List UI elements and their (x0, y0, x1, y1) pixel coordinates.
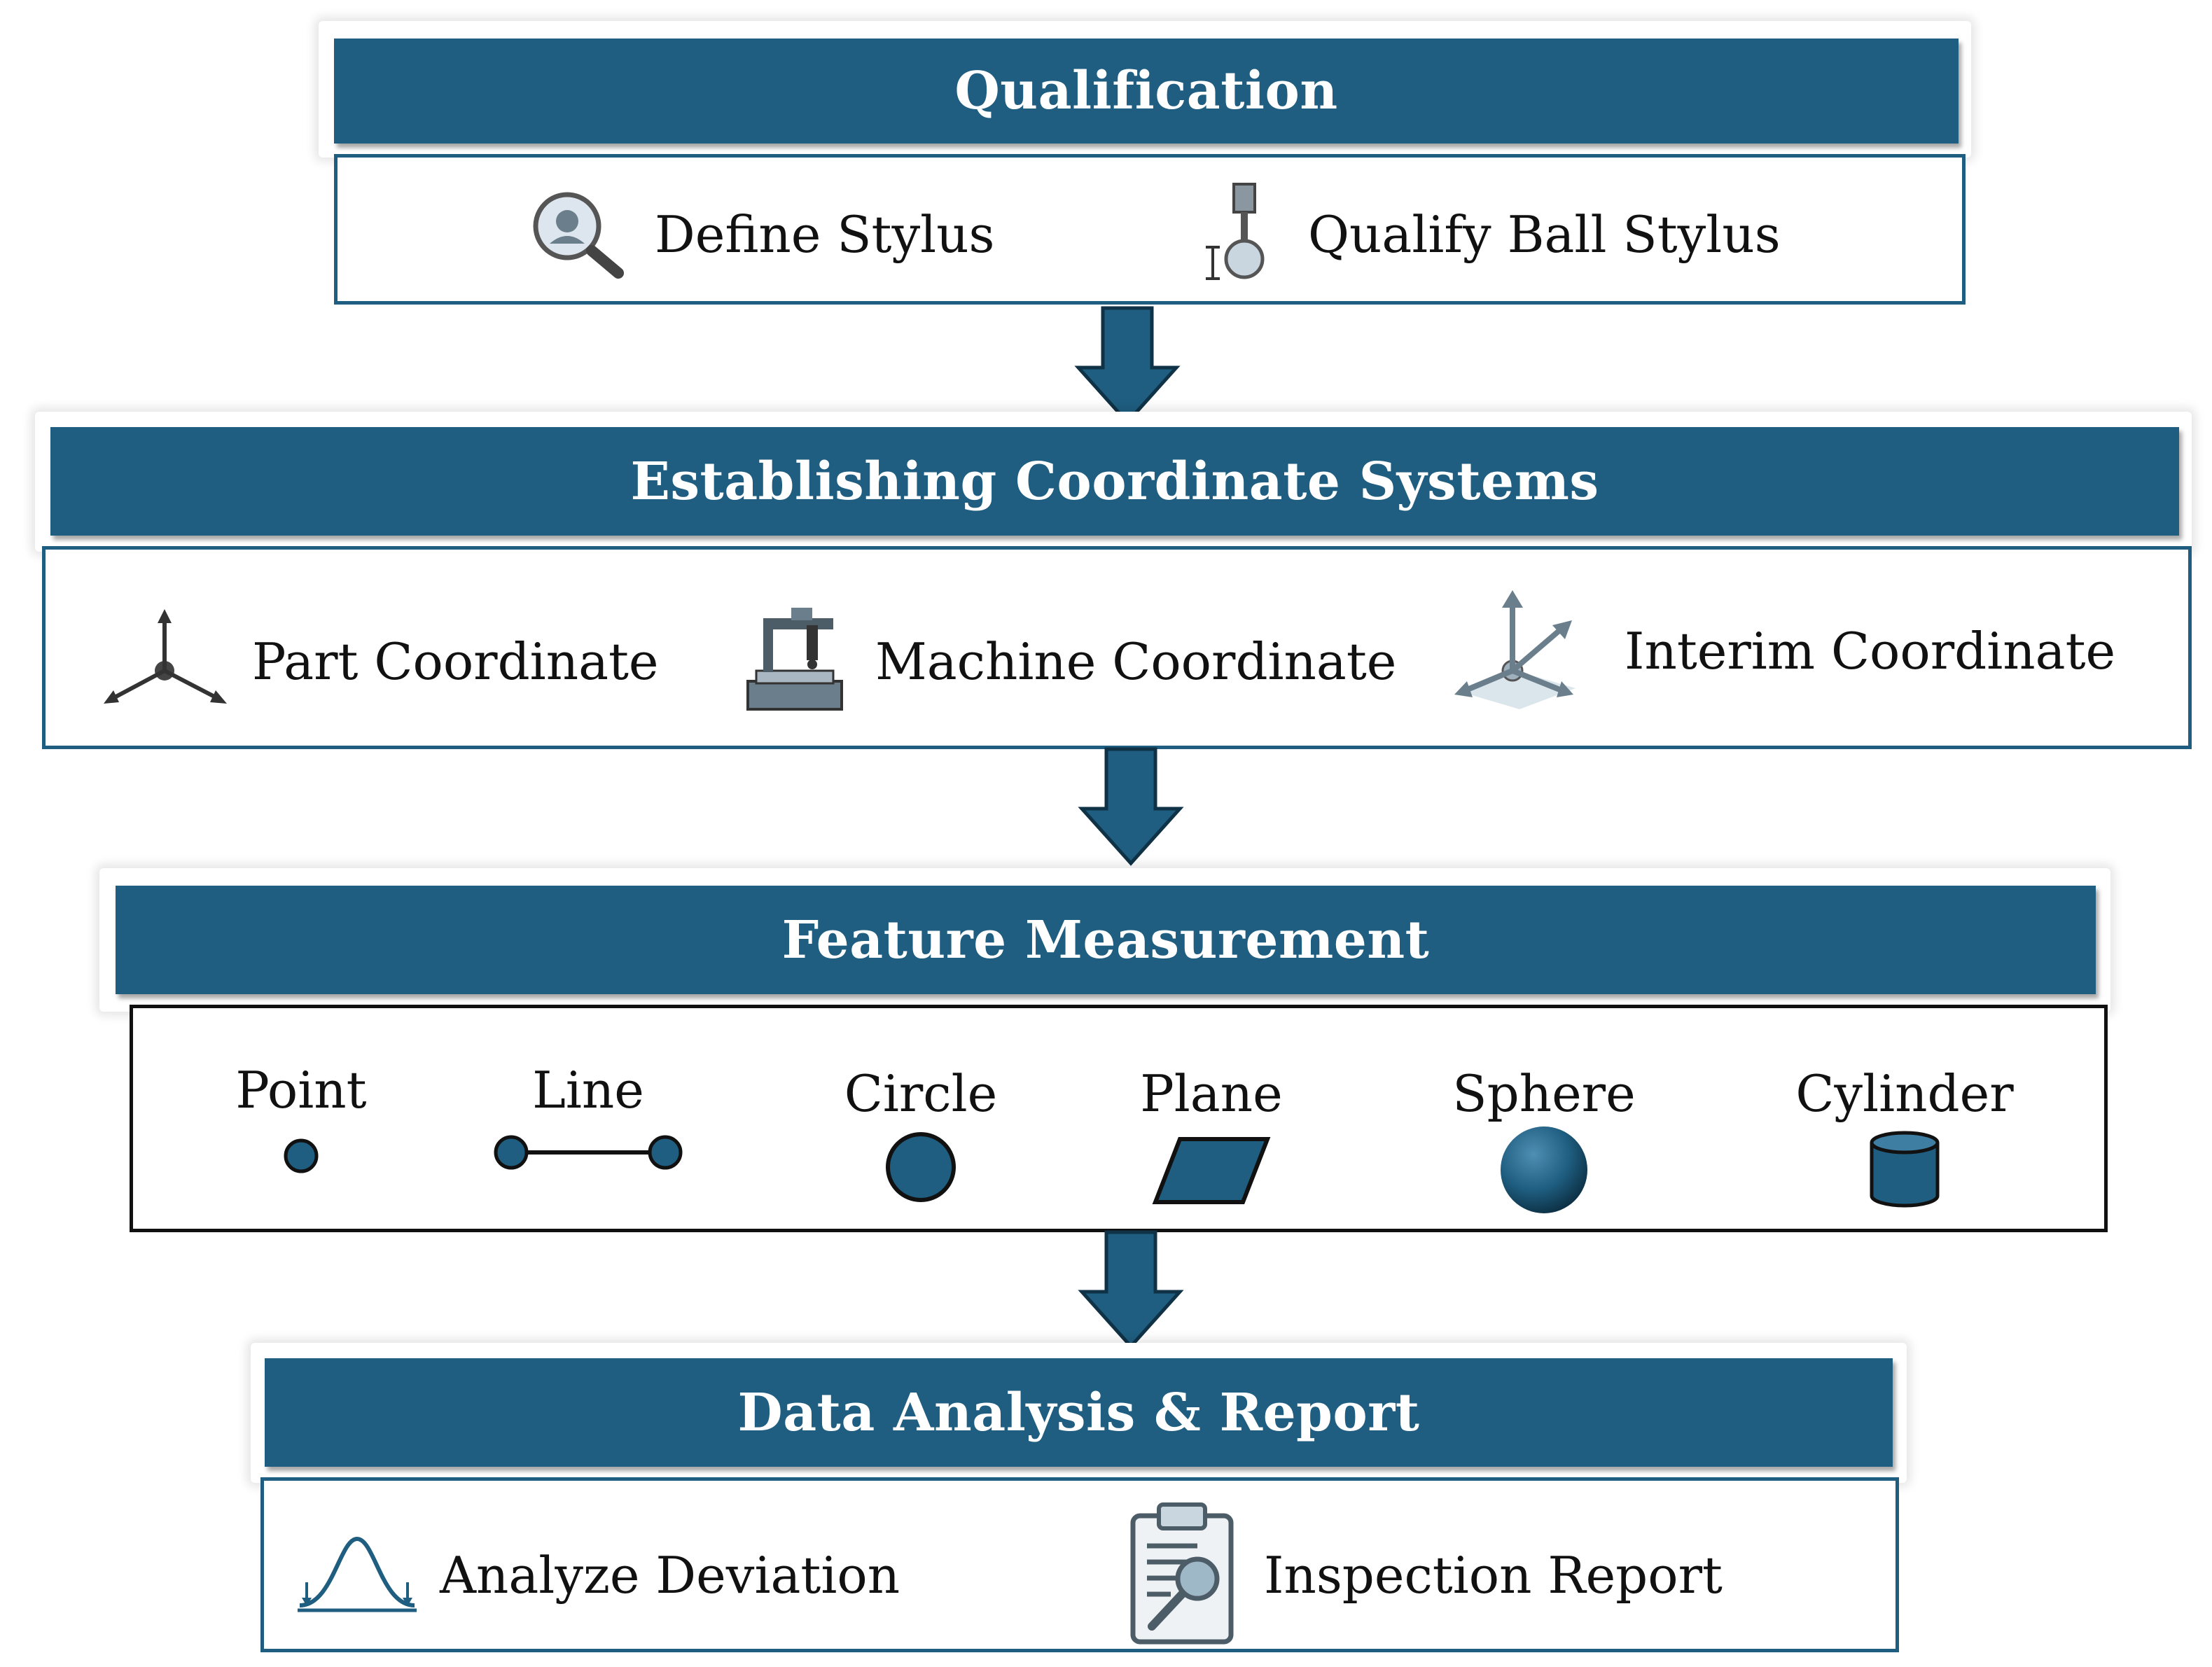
qualification-title: Qualification (954, 61, 1338, 121)
plane-label: Plane (1140, 1064, 1283, 1123)
point-icon (284, 1138, 319, 1173)
plane-icon (1152, 1137, 1271, 1204)
clipboard-report-icon (1127, 1500, 1239, 1650)
feature-line: Line (476, 1061, 700, 1180)
part-coordinate-label: Part Coordinate (252, 632, 659, 691)
part-coordinate-item: Part Coordinate (98, 606, 659, 718)
features-header: Feature Measurement (116, 886, 2096, 994)
inspection-report-label: Inspection Report (1264, 1546, 1723, 1605)
define-stylus-label: Define Stylus (655, 205, 995, 264)
flow-arrow-2 (1078, 747, 1184, 866)
line-icon (494, 1135, 683, 1170)
interim-coordinate-item: Interim Coordinate (1446, 588, 2115, 714)
bell-curve-icon (294, 1532, 420, 1619)
feature-cylinder: Cylinder (1793, 1064, 2017, 1214)
cmm-machine-icon (742, 604, 847, 719)
line-label: Line (532, 1061, 644, 1120)
axes-3d-icon (1446, 587, 1586, 716)
analyze-deviation-label: Analyze Deviation (440, 1546, 900, 1605)
sphere-label: Sphere (1452, 1064, 1636, 1123)
features-title: Feature Measurement (781, 909, 1430, 970)
feature-circle: Circle (826, 1064, 1015, 1208)
coordinates-header: Establishing Coordinate Systems (50, 427, 2179, 536)
qualification-box (334, 154, 1966, 305)
cylinder-icon (1870, 1131, 1940, 1208)
qualify-ball-stylus-label: Qualify Ball Stylus (1308, 205, 1781, 264)
report-title: Data Analysis & Report (737, 1382, 1420, 1443)
qualify-ball-stylus-item: Qualify Ball Stylus (1204, 182, 1781, 287)
coordinates-box (42, 546, 2192, 749)
report-box (260, 1477, 1899, 1652)
define-stylus-item: Define Stylus (529, 186, 995, 284)
flow-arrow-1 (1074, 306, 1181, 425)
analyze-deviation-item: Analyze Deviation (294, 1526, 900, 1624)
interim-coordinate-label: Interim Coordinate (1625, 622, 2116, 681)
cylinder-label: Cylinder (1795, 1064, 2014, 1123)
flow-arrow-3 (1078, 1230, 1184, 1349)
feature-plane: Plane (1120, 1064, 1302, 1208)
magnifier-stylus-icon (529, 188, 627, 281)
axes-icon (98, 608, 231, 716)
inspection-report-item: Inspection Report (1127, 1498, 1723, 1652)
circle-icon (886, 1132, 956, 1202)
ball-stylus-icon (1204, 181, 1281, 288)
feature-point: Point (217, 1061, 385, 1180)
qualification-header: Qualification (334, 39, 1959, 144)
coordinates-title: Establishing Coordinate Systems (630, 451, 1599, 512)
machine-coordinate-label: Machine Coordinate (875, 632, 1397, 691)
features-box (130, 1005, 2108, 1232)
report-header: Data Analysis & Report (265, 1358, 1893, 1467)
machine-coordinate-item: Machine Coordinate (742, 602, 1396, 721)
circle-label: Circle (844, 1064, 998, 1123)
point-label: Point (235, 1061, 367, 1120)
sphere-icon (1500, 1127, 1587, 1213)
feature-sphere: Sphere (1446, 1064, 1642, 1220)
